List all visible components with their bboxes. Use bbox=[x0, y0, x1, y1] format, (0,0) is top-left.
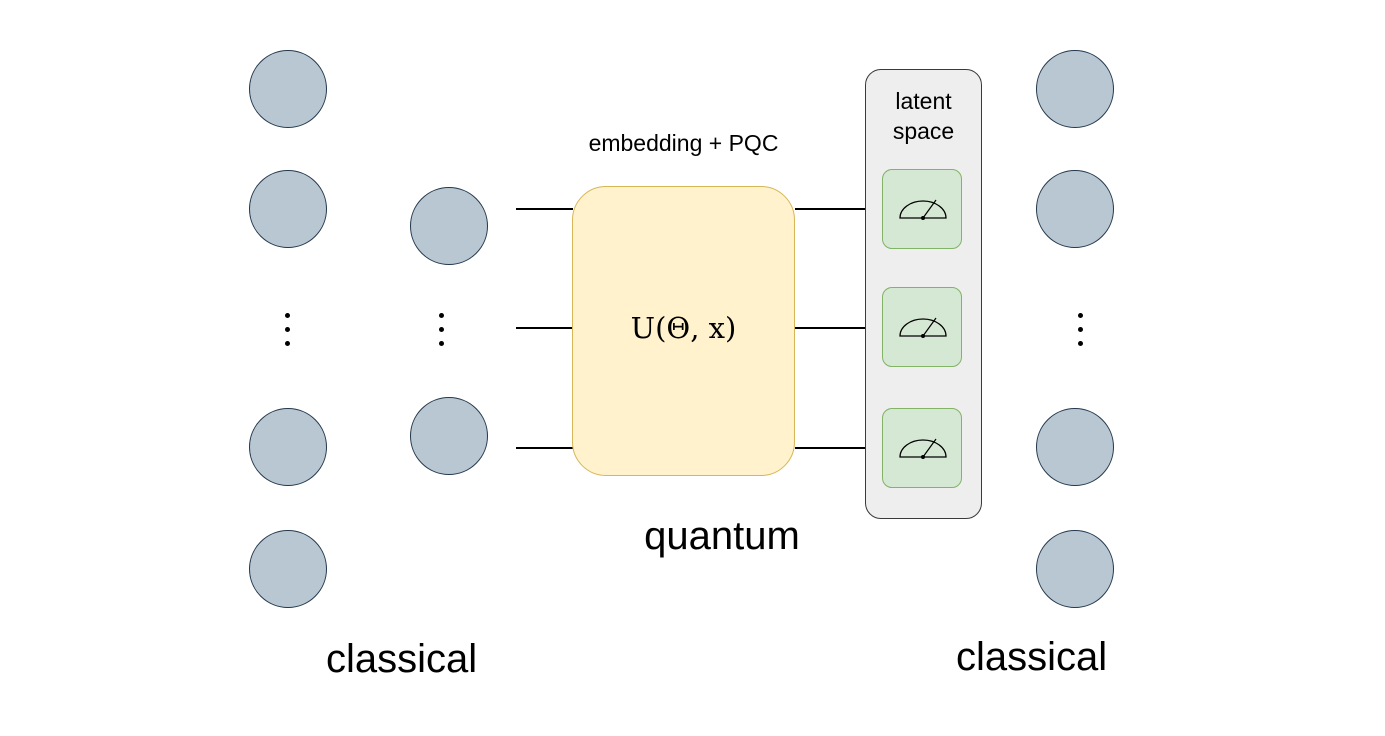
classical-right-label: classical bbox=[956, 635, 1108, 679]
qubit-wire-in bbox=[516, 447, 573, 449]
output-node bbox=[1036, 530, 1114, 608]
input-node bbox=[249, 530, 327, 608]
qubit-wire-in bbox=[516, 208, 573, 210]
input-node bbox=[249, 170, 327, 248]
latent-label-line1: latent bbox=[895, 88, 952, 114]
hidden-node bbox=[410, 187, 488, 265]
output-node bbox=[1036, 170, 1114, 248]
output-node bbox=[1036, 50, 1114, 128]
qubit-wire-in bbox=[516, 327, 573, 329]
measurement-meter-icon bbox=[899, 199, 947, 220]
qubit-wire-out bbox=[795, 327, 883, 329]
input-node bbox=[249, 50, 327, 128]
qubit-wire-out bbox=[795, 208, 883, 210]
measurement-gate bbox=[882, 169, 962, 249]
measurement-gate bbox=[882, 287, 962, 367]
output-layer-ellipsis bbox=[1076, 313, 1086, 349]
classical-left-label: classical bbox=[326, 637, 478, 681]
output-node bbox=[1036, 408, 1114, 486]
latent-label-line2: space bbox=[892, 118, 955, 144]
input-node bbox=[249, 408, 327, 486]
hidden-node bbox=[410, 397, 488, 475]
pqc-unitary-box bbox=[572, 186, 795, 476]
pqc-label: embedding + PQC bbox=[588, 130, 779, 156]
measurement-meter-icon bbox=[899, 438, 947, 459]
quantum-label: quantum bbox=[644, 514, 800, 558]
measurement-meter-icon bbox=[899, 317, 947, 338]
latent-space-label: latent space bbox=[865, 86, 982, 146]
qubit-wire-out bbox=[795, 447, 883, 449]
unitary-formula: U(Θ, x) bbox=[630, 311, 737, 345]
measurement-gate bbox=[882, 408, 962, 488]
input-layer-ellipsis bbox=[283, 313, 293, 349]
hidden-layer-ellipsis bbox=[437, 313, 447, 349]
